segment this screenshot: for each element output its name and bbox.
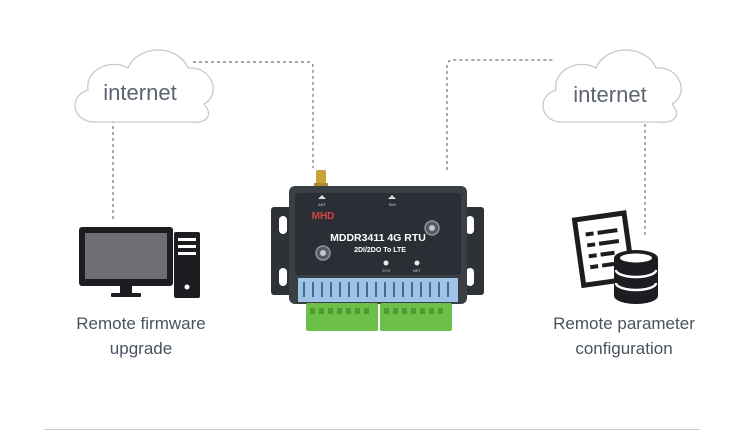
document-database-icon (571, 210, 658, 304)
cloud-left-icon (74, 49, 214, 124)
left-caption-line2: upgrade (109, 339, 173, 358)
terminal-label-ticks (303, 282, 449, 297)
rtu-device: MHD MDDR3411 4G RTU 2DI/2DO To LTE ANT S… (271, 170, 484, 331)
device-brand: MHD (312, 211, 335, 222)
sys-led (383, 260, 389, 266)
left-caption-line1: Remote firmware (76, 314, 206, 333)
left-caption: Remote firmware upgrade (31, 311, 251, 361)
net-led (414, 260, 420, 266)
device-model: MDDR3411 4G RTU (330, 232, 426, 244)
right-caption: Remote parameter configuration (514, 311, 734, 361)
device-sim-label: SIM (388, 202, 395, 207)
terminal-block-left (306, 303, 378, 331)
right-caption-line1: Remote parameter (553, 314, 695, 333)
device-ant-label: ANT (318, 202, 327, 207)
cloud-right-label: internet (573, 82, 647, 107)
device-net-label: NET (413, 268, 422, 273)
connector-right-cloud-to-device (446, 59, 553, 170)
device-subtitle: 2DI/2DO To LTE (354, 247, 406, 254)
desktop-computer-icon (79, 227, 200, 298)
bottom-divider (44, 429, 700, 430)
cloud-left-label: internet (103, 80, 177, 105)
connector-left-cloud-to-device (193, 61, 314, 168)
terminal-block-right (380, 303, 452, 331)
terminal-label-strip (298, 278, 458, 302)
connector-lines (112, 59, 646, 236)
cloud-right-icon (542, 49, 682, 124)
right-caption-line2: configuration (575, 339, 673, 358)
device-sys-label: SYS (382, 268, 390, 273)
